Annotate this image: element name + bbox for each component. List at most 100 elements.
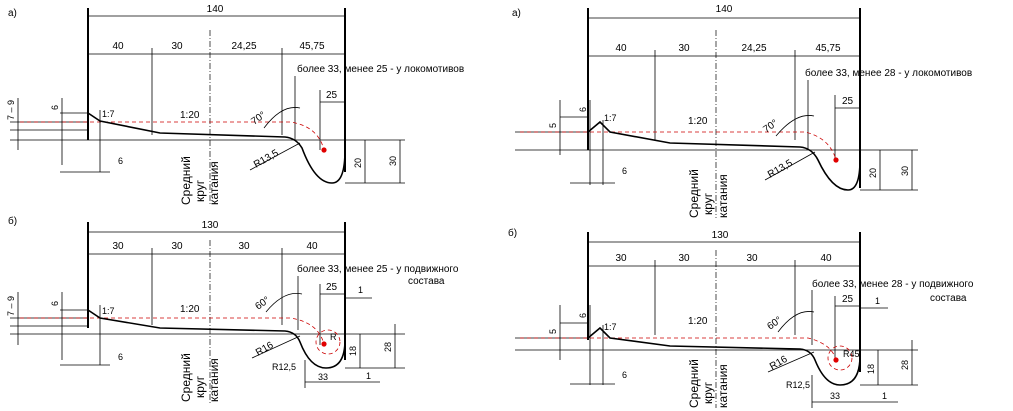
dimension-seg-3: 24,25 bbox=[231, 41, 256, 52]
dimension-seg-4: 45,75 bbox=[815, 43, 840, 54]
flange-note: более 33, менее 28 - у локомотивов bbox=[805, 67, 972, 79]
wheel-profile-curve bbox=[87, 112, 346, 184]
radius-leader bbox=[251, 335, 301, 359]
dimension-1-bottom: 1 bbox=[366, 371, 371, 381]
dimension-6: 6 bbox=[578, 107, 588, 112]
dimension-25: 25 bbox=[326, 282, 338, 293]
dimension-33: 33 bbox=[318, 372, 328, 382]
flange-angle: 70° bbox=[761, 118, 780, 136]
angle-arc bbox=[775, 115, 815, 137]
slope-1-20: 1:20 bbox=[180, 110, 200, 121]
rolling-circle-label-1: Средний bbox=[687, 359, 701, 408]
flange-radius: R16 bbox=[768, 354, 790, 373]
dimension-6b: 6 bbox=[622, 166, 627, 176]
flange-note-line-2: состава bbox=[930, 293, 967, 304]
radius-leader bbox=[767, 351, 815, 373]
dimension-seg-2: 30 bbox=[171, 241, 183, 252]
dimension-1-top: 1 bbox=[358, 285, 363, 295]
panel-bottom-left: б) 130 30 30 30 40 Средний круг катания … bbox=[6, 215, 459, 405]
wheel-profile-curve bbox=[87, 309, 346, 369]
angle-arc bbox=[265, 293, 303, 313]
panel-bottom-right: б) 130 30 30 30 40 Средний круг катания … bbox=[508, 227, 974, 408]
flange-note: более 33, менее 25 - у локомотивов bbox=[297, 63, 464, 75]
dimension-20: 20 bbox=[868, 168, 878, 178]
dimension-5: 5 bbox=[548, 329, 558, 334]
dimension-7-9: 7 – 9 bbox=[6, 296, 16, 316]
dimension-25: 25 bbox=[842, 294, 854, 305]
dimension-seg-1: 40 bbox=[615, 43, 627, 54]
dimension-20: 20 bbox=[353, 158, 363, 168]
dimension-total: 140 bbox=[207, 4, 224, 15]
dimension-1-bottom: 1 bbox=[882, 391, 887, 401]
dimension-seg-1: 30 bbox=[112, 241, 124, 252]
dimension-6b: 6 bbox=[118, 156, 123, 166]
slope-1-7: 1:7 bbox=[604, 113, 617, 123]
flange-tip-circle bbox=[315, 329, 341, 355]
dimension-seg-4: 40 bbox=[306, 241, 318, 252]
flange-radius: R16 bbox=[254, 340, 276, 359]
flange-tip-circle bbox=[827, 345, 853, 371]
panel-top-right: а) 140 40 30 24,25 45,75 Средний круг ка… bbox=[512, 4, 972, 218]
flange-radius-2: R12,5 bbox=[786, 380, 810, 390]
angle-arc bbox=[263, 107, 301, 129]
dimension-30: 30 bbox=[388, 156, 398, 166]
dimension-total: 140 bbox=[716, 4, 733, 15]
flange-tip-radius: R bbox=[330, 332, 337, 342]
dimension-5: 5 bbox=[548, 123, 558, 128]
slope-1-7: 1:7 bbox=[102, 109, 115, 119]
rolling-circle-label-1: Средний bbox=[179, 353, 193, 402]
dimension-25: 25 bbox=[326, 90, 338, 101]
dimension-6: 6 bbox=[50, 105, 60, 110]
dimension-seg-3: 30 bbox=[746, 253, 758, 264]
rolling-circle-label-3: катания bbox=[207, 161, 221, 205]
dimension-28: 28 bbox=[383, 342, 393, 352]
wheel-profile-curve bbox=[587, 120, 861, 191]
rolling-circle-label-3: катания bbox=[716, 364, 730, 408]
flange-note-line-1: более 33, менее 25 - у подвижного bbox=[297, 263, 459, 275]
dimension-6b: 6 bbox=[622, 370, 627, 380]
rolling-line bbox=[520, 131, 837, 161]
panel-label: б) bbox=[508, 227, 517, 239]
dimension-total: 130 bbox=[202, 220, 219, 231]
dimension-28: 28 bbox=[900, 360, 910, 370]
flange-angle: 60° bbox=[253, 295, 272, 313]
rolling-circle-label-2: круг bbox=[193, 179, 207, 202]
panel-label: а) bbox=[512, 8, 521, 19]
dimension-25: 25 bbox=[842, 96, 854, 107]
measuring-point bbox=[321, 147, 327, 153]
slope-1-20: 1:20 bbox=[688, 316, 708, 327]
panel-label: б) bbox=[8, 215, 17, 227]
dimension-seg-2: 30 bbox=[678, 43, 690, 54]
flange-angle: 70° bbox=[249, 110, 268, 128]
panel-label: а) bbox=[8, 8, 17, 19]
dimension-30: 30 bbox=[900, 166, 910, 176]
dimension-18: 18 bbox=[866, 364, 876, 374]
dimension-6: 6 bbox=[578, 313, 588, 318]
measuring-point bbox=[833, 357, 839, 363]
dimension-6: 6 bbox=[50, 301, 60, 306]
rolling-circle-label-2: круг bbox=[701, 381, 715, 404]
flange-radius: R13,5 bbox=[766, 158, 795, 181]
dimension-1-top: 1 bbox=[875, 296, 880, 306]
dimension-6b: 6 bbox=[118, 352, 123, 362]
rolling-circle-label-1: Средний bbox=[179, 156, 193, 205]
rolling-circle-label-1: Средний bbox=[687, 169, 701, 218]
flange-angle: 60° bbox=[765, 315, 784, 333]
slope-1-20: 1:20 bbox=[688, 116, 708, 127]
dimension-seg-3: 30 bbox=[238, 241, 250, 252]
slope-1-20: 1:20 bbox=[180, 304, 200, 315]
dimension-33: 33 bbox=[830, 391, 840, 401]
measuring-point bbox=[321, 341, 327, 347]
slope-1-7: 1:7 bbox=[102, 306, 115, 316]
wheel-profile-curve bbox=[587, 326, 861, 386]
rolling-circle-label-2: круг bbox=[193, 375, 207, 398]
slope-1-7: 1:7 bbox=[604, 322, 617, 332]
dimension-seg-2: 30 bbox=[678, 253, 690, 264]
dimension-seg-1: 40 bbox=[112, 41, 124, 52]
dimension-total: 130 bbox=[712, 230, 729, 241]
dimension-7-9: 7 – 9 bbox=[6, 100, 16, 120]
radius-leader bbox=[764, 151, 816, 181]
radius-leader bbox=[249, 142, 301, 171]
dimension-seg-4: 45,75 bbox=[299, 41, 324, 52]
